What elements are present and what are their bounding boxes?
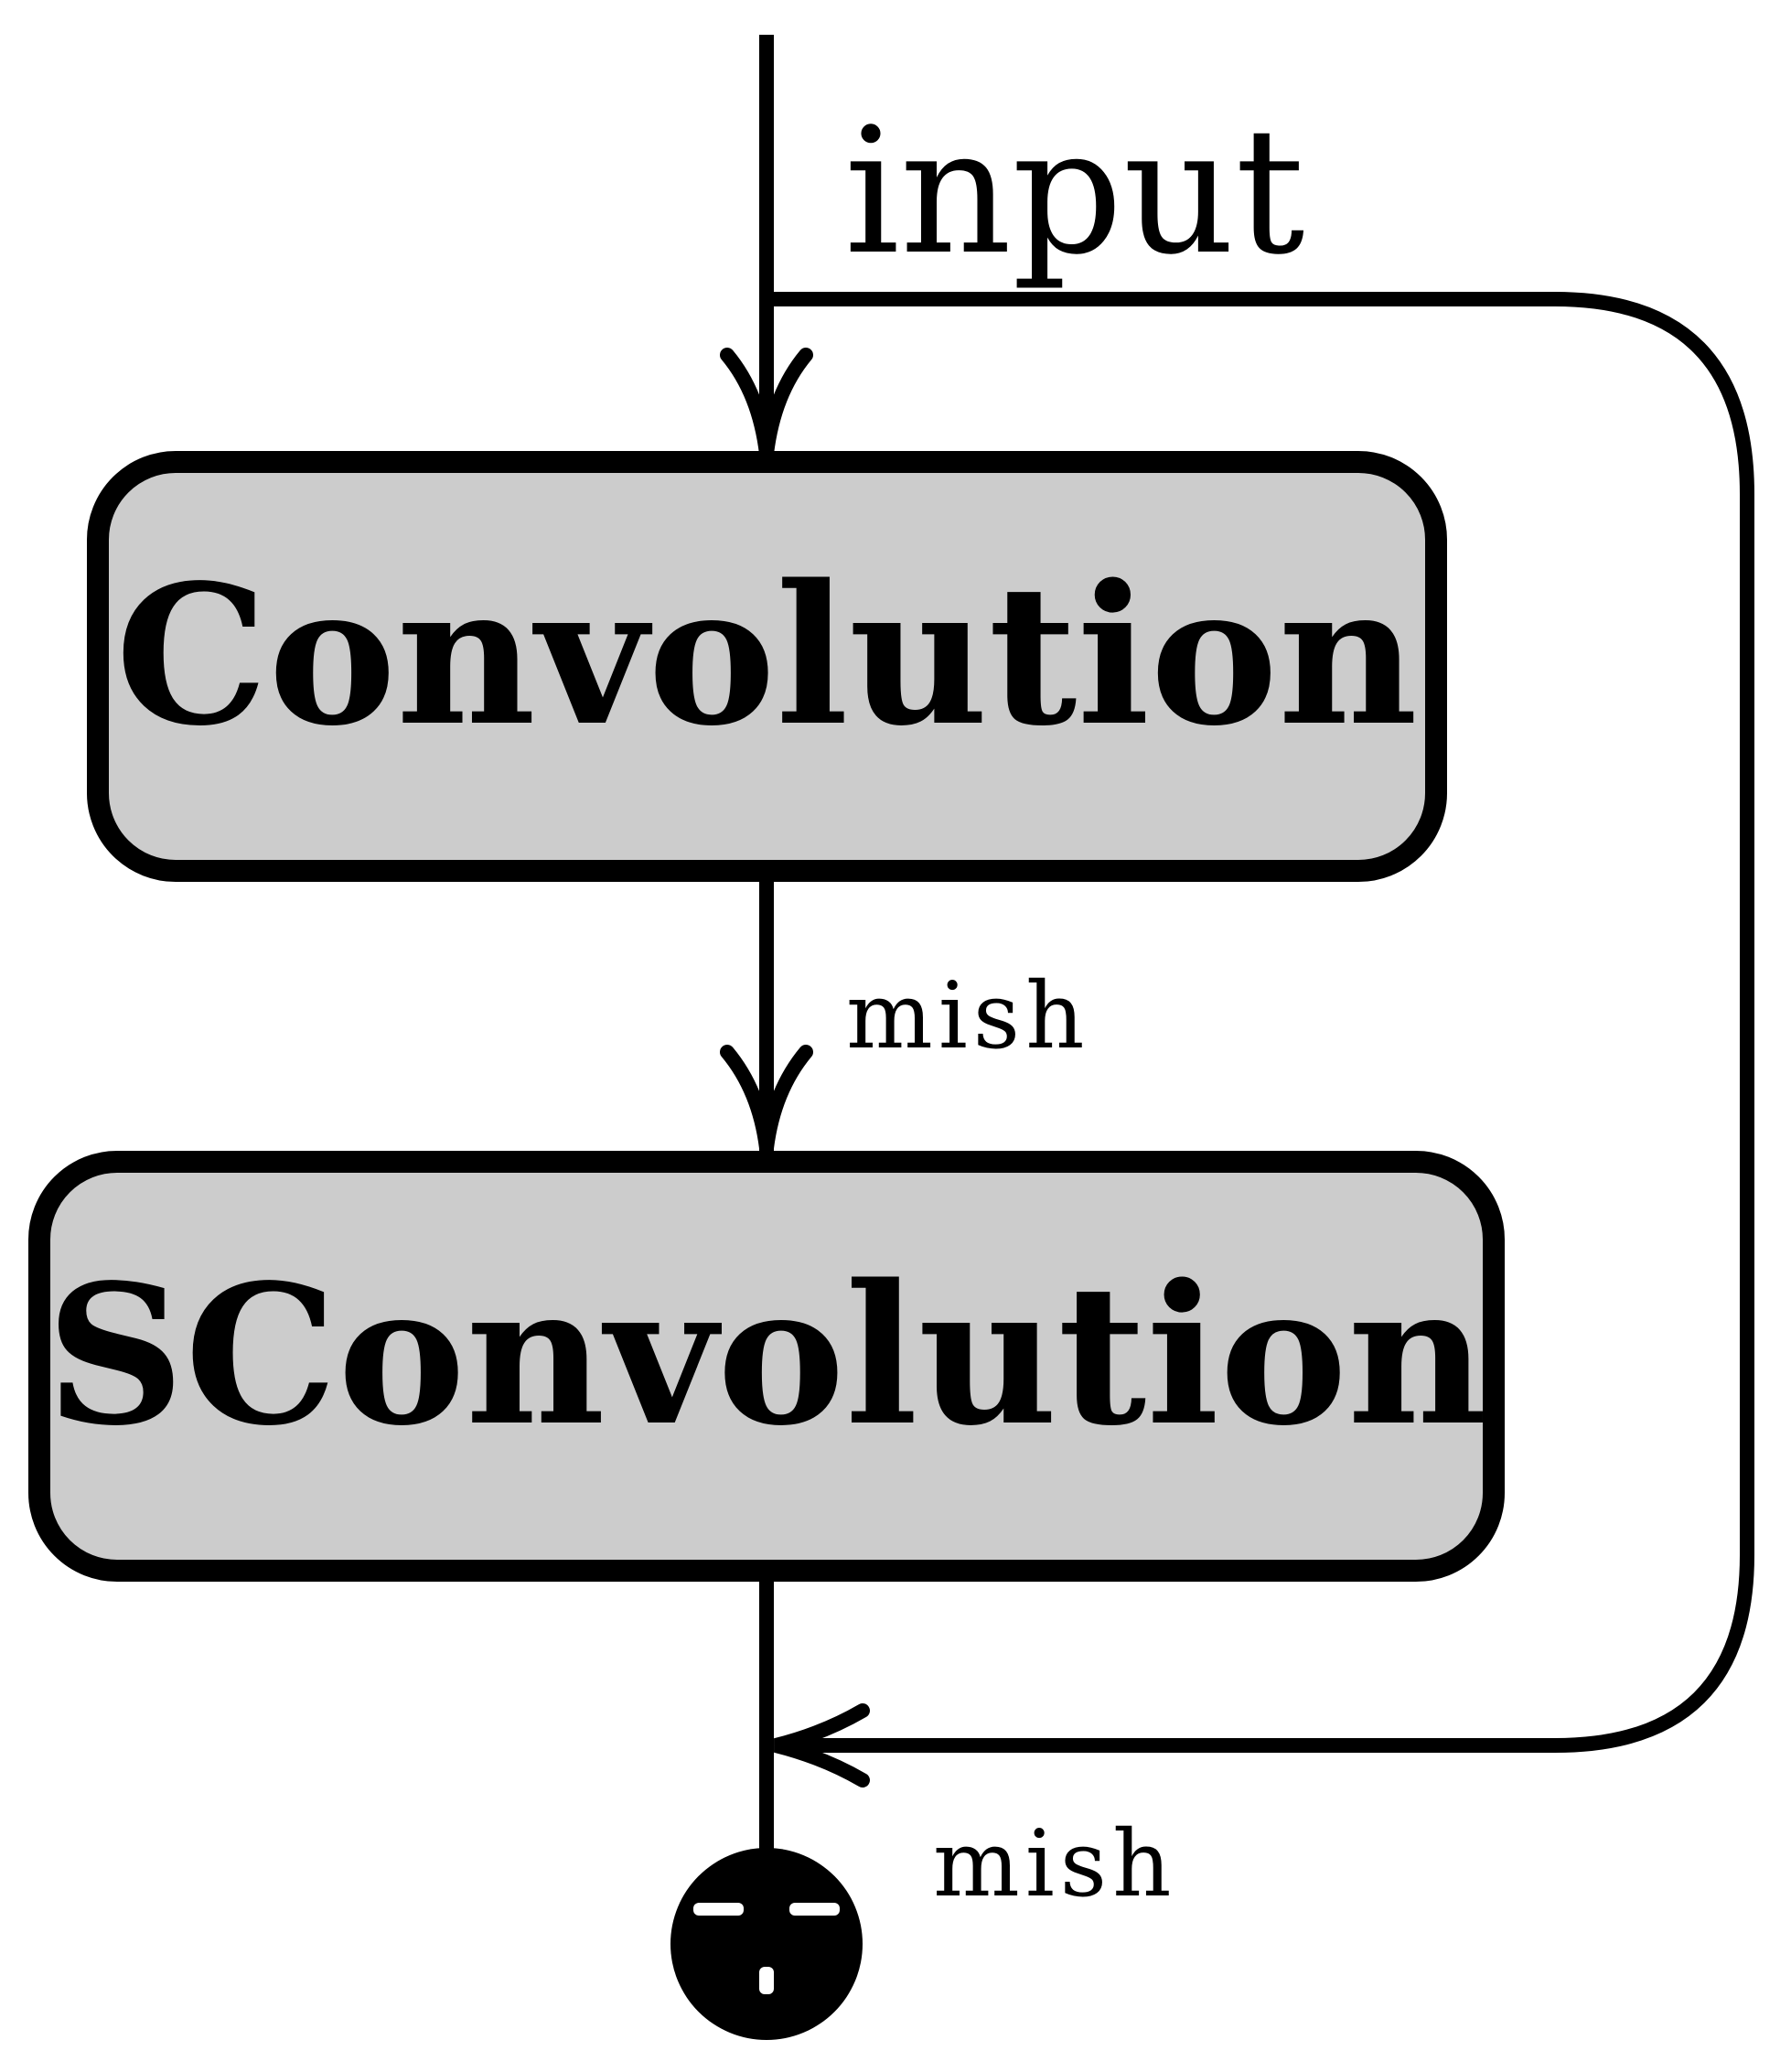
arrowhead-into-merge	[774, 1703, 870, 1788]
edge1-mish-label: mish	[846, 962, 1090, 1069]
output-mish-label: mish	[933, 1810, 1177, 1917]
input-label: input	[844, 91, 1304, 293]
sum-node-icon	[670, 1848, 863, 2040]
sconvolution-label: SConvolution	[46, 1242, 1487, 1468]
skip-connection-edge	[767, 292, 1754, 1753]
convolution-label: Convolution	[115, 542, 1418, 768]
arrowhead-into-sconvolution	[720, 1045, 813, 1150]
